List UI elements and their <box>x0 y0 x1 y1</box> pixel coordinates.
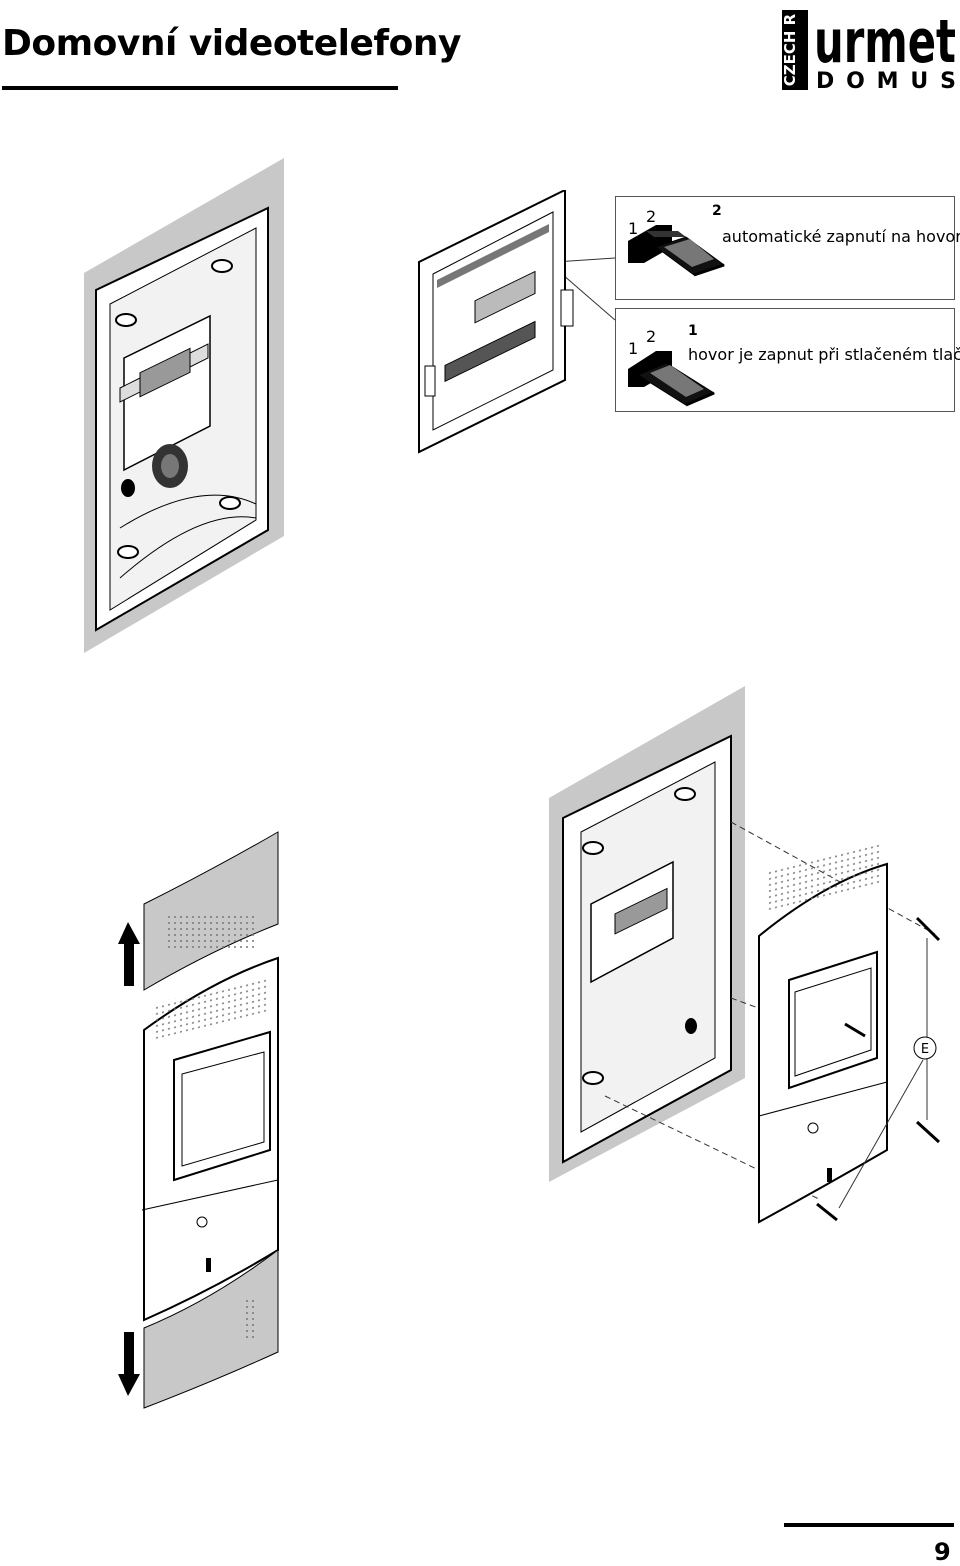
pin-label-1: 1 <box>628 339 639 358</box>
title-underline <box>2 86 398 90</box>
jumper-callout-setting-1: 1 2 1 hovor je zapnut při stlačeném tlač… <box>615 308 960 412</box>
page-number-rule <box>784 1523 954 1527</box>
logo-region-text: CZECH R <box>782 13 799 86</box>
pin-label-2: 2 <box>646 327 657 346</box>
urmet-domus-logo: CZECH R urmet DOMUS <box>782 7 956 92</box>
mounting-plate-illustration <box>418 190 574 454</box>
page-title: Domovní videotelefony <box>2 23 461 64</box>
pin-label-2: 2 <box>646 207 657 226</box>
flush-box-wall-illustration <box>84 158 284 653</box>
logo-brand-text: urmet <box>814 7 956 77</box>
jumper-setting-number: 2 <box>712 203 722 219</box>
pin-label-1: 1 <box>628 219 639 238</box>
fixing-screw-label: E <box>921 1042 929 1057</box>
jumper-setting-description: automatické zapnutí na hovor <box>722 227 960 246</box>
jumper-2-illustration <box>628 225 726 277</box>
videophone-fixing-illustration: E <box>549 686 941 1224</box>
page-number: 9 <box>934 1538 951 1566</box>
jumper-setting-number: 1 <box>688 323 698 339</box>
videophone-covers-illustration <box>118 831 279 1409</box>
jumper-1-illustration <box>628 351 716 407</box>
logo-sub-text: DOMUS <box>816 69 956 92</box>
jumper-setting-description: hovor je zapnut při stlačeném tlačítku <box>688 345 960 364</box>
jumper-callout-setting-2: 1 2 2 automatické zapnutí na hovor <box>615 196 960 300</box>
